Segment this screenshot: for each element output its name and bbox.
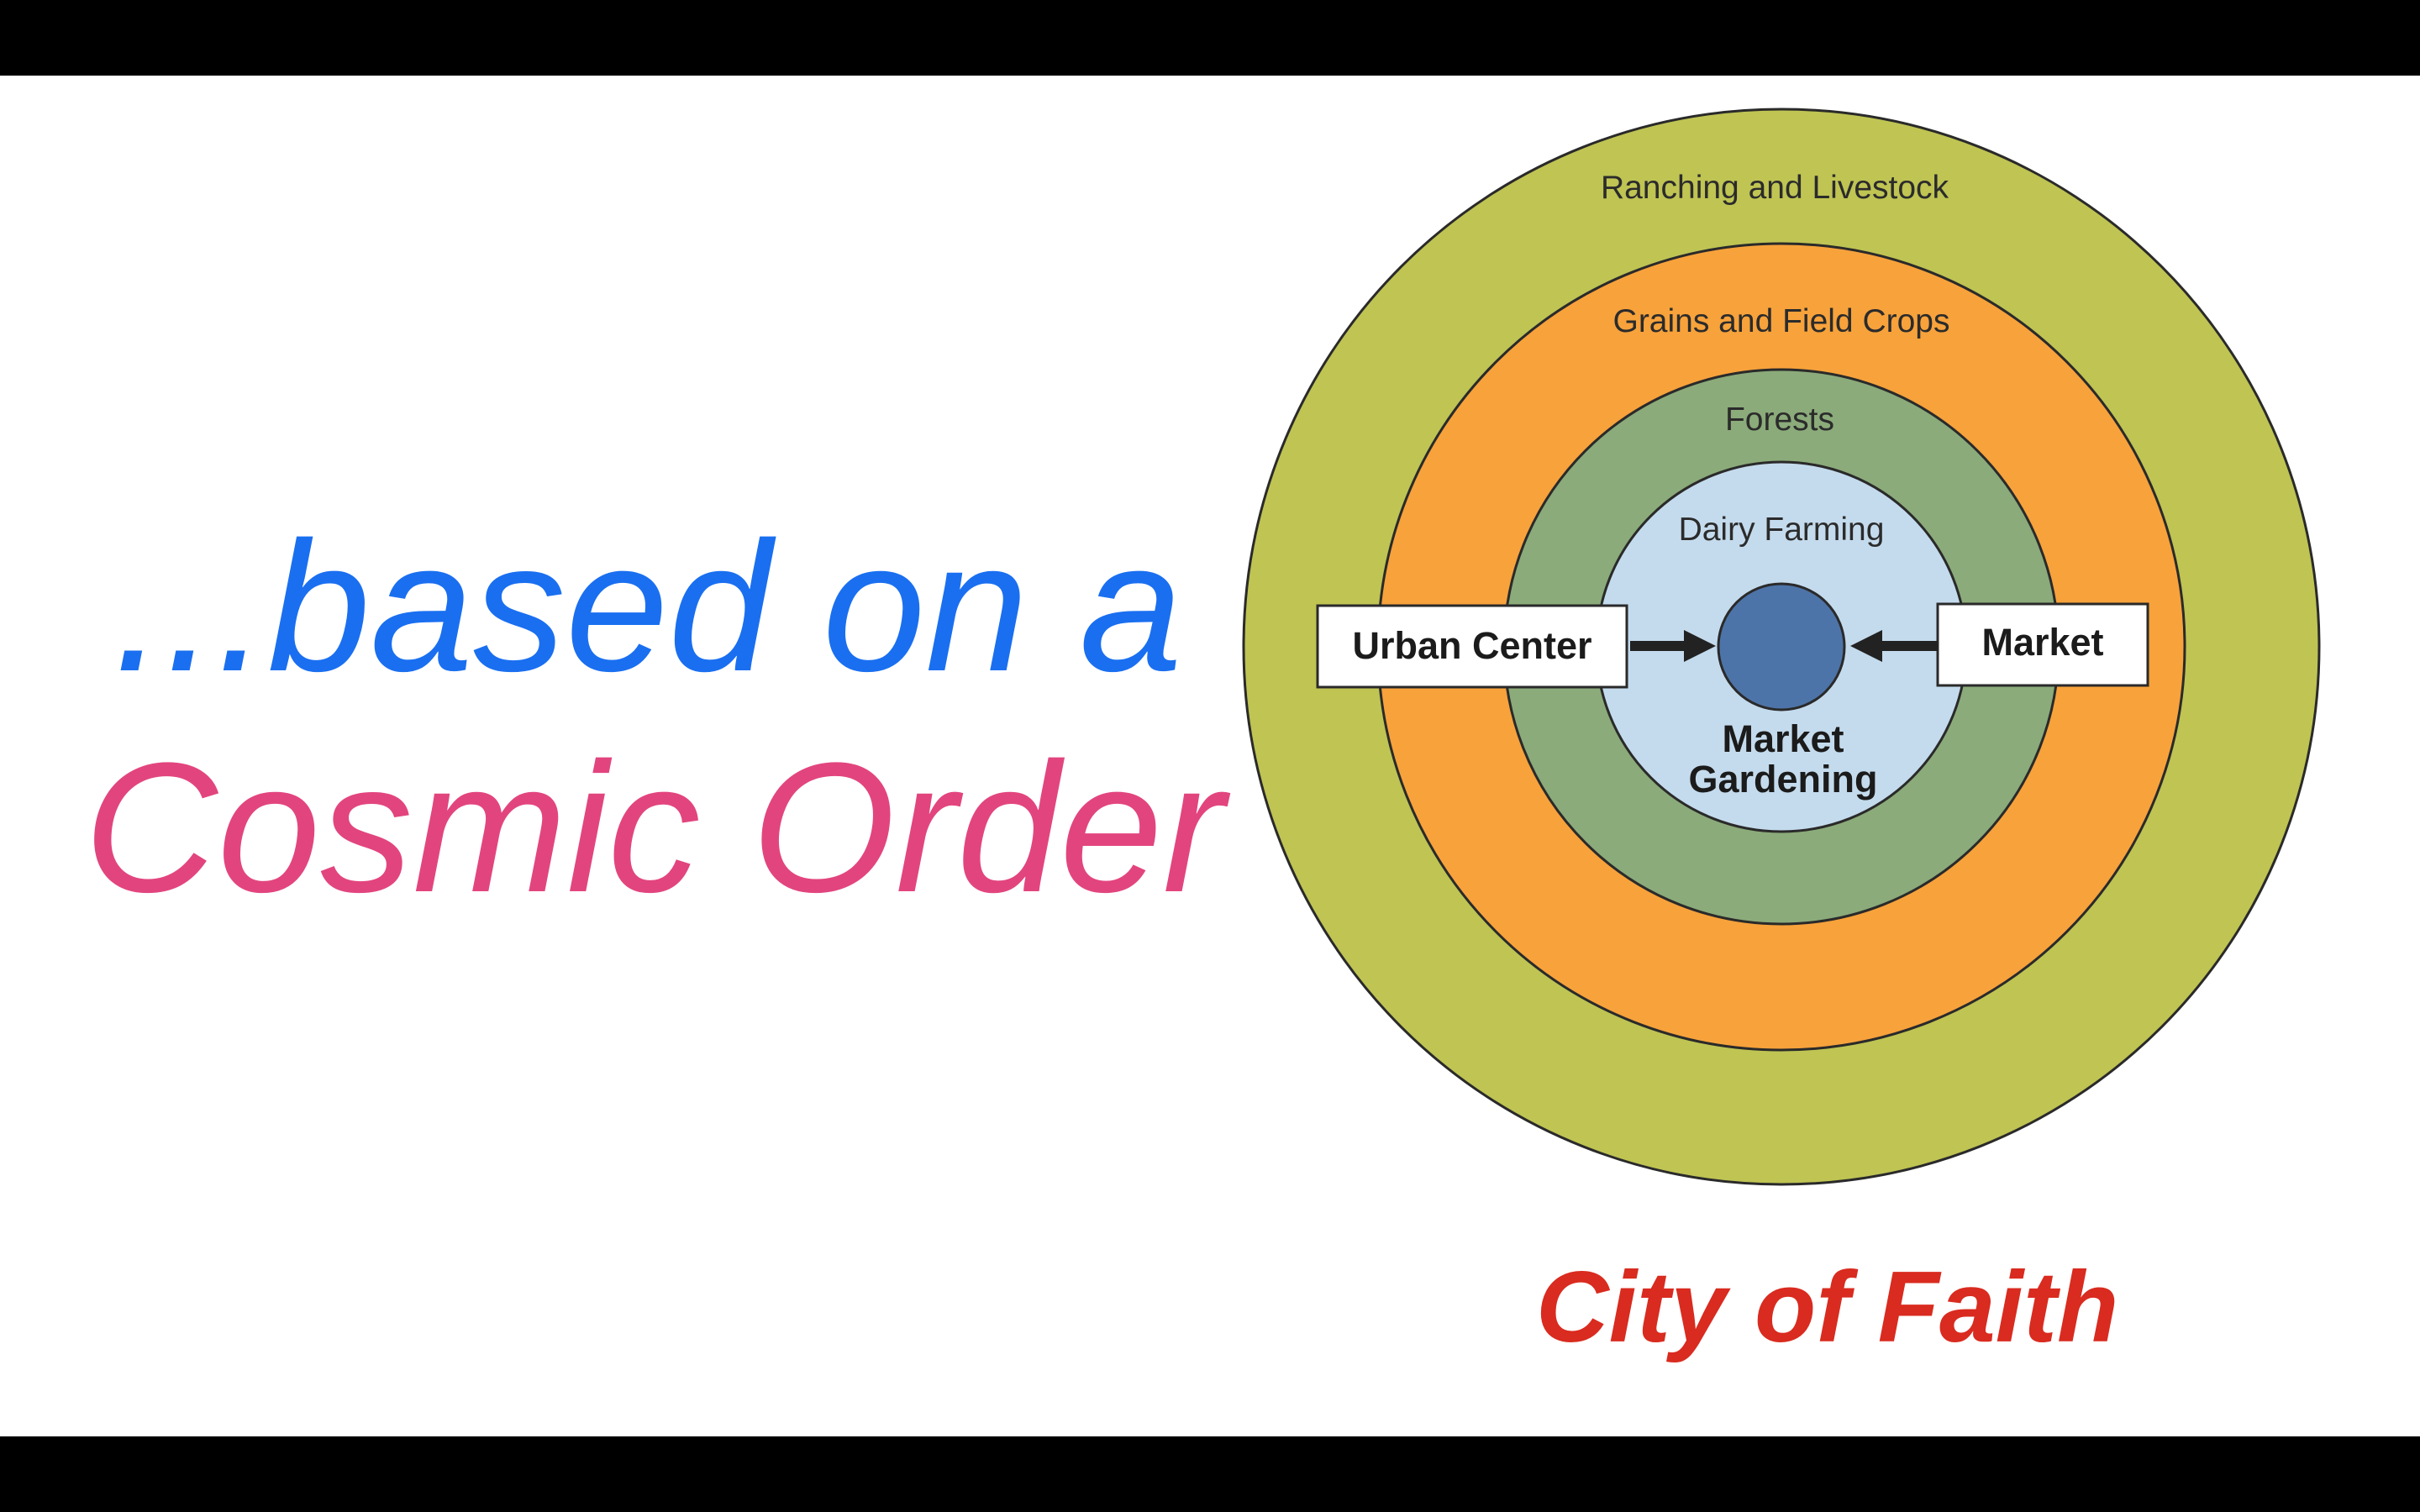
- headline-line-1: ...based on a: [113, 503, 1183, 710]
- urban-center-label: Urban Center: [1352, 624, 1591, 667]
- ring-label-grains: Grains and Field Crops: [1612, 303, 1949, 339]
- caption: City of Faith: [1536, 1251, 2119, 1363]
- ring-label-dairy: Dairy Farming: [1679, 512, 1885, 548]
- right-arrow: [1850, 630, 1938, 662]
- market-label: Market: [1981, 621, 2103, 664]
- core-label-line-2: Gardening: [1688, 758, 1877, 801]
- ring-label-ranching: Ranching and Livestock: [1601, 170, 1949, 206]
- left-arrow: [1630, 630, 1716, 662]
- urban-center-box: [1316, 604, 1628, 689]
- headline-line-2: Cosmic Order: [84, 724, 1224, 931]
- ring-label-forests: Forests: [1725, 402, 1834, 438]
- core-circle: [1717, 582, 1846, 711]
- market-box: [1936, 602, 2149, 687]
- core-label-line-1: Market: [1722, 717, 1844, 760]
